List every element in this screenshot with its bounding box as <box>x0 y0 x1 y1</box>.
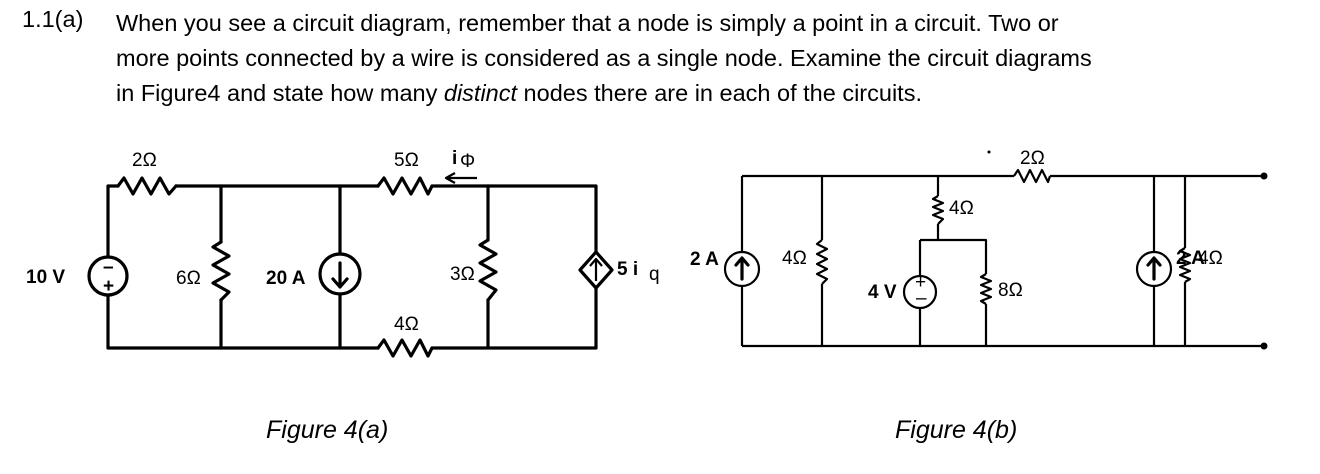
fig-a-label-current-sub: Φ <box>460 151 475 172</box>
fig-b-vsource-minus: – <box>916 288 927 309</box>
question-line-3-end: nodes there are in each of the circuits. <box>517 80 922 106</box>
fig-b-current-source-2a-left <box>723 250 761 288</box>
fig-b-resistor-4ohm-right <box>1178 247 1192 283</box>
fig-a-resistor-4ohm <box>376 338 434 358</box>
fig-b-vsource-plus: + <box>915 272 926 293</box>
figure-4a-circuit: – + 2Ω 5Ω i Φ 10 V 6Ω 20 A 4Ω 3Ω 5 i q F… <box>26 148 660 444</box>
fig-b-terminal-top <box>1260 172 1268 180</box>
fig-b-resistor-8ohm <box>979 273 993 305</box>
fig-a-label-2ohm: 2Ω <box>132 150 157 171</box>
question-line-2: more points connected by a wire is consi… <box>116 45 1092 71</box>
fig-a-vsource-plus: + <box>103 276 114 297</box>
fig-a-label-20a: 20 A <box>266 268 306 289</box>
fig-a-label-vsource: 10 V <box>26 267 65 288</box>
fig-a-label-4ohm: 4Ω <box>394 314 419 335</box>
fig-a-voltage-source <box>87 255 129 297</box>
fig-a-label-6ohm: 6Ω <box>176 268 201 289</box>
fig-b-resistor-2ohm <box>1013 168 1052 184</box>
fig-b-label-2a-right: 2 A <box>1176 248 1205 269</box>
fig-b-wire-inner-box <box>936 176 988 346</box>
fig-a-label-5ohm: 5Ω <box>394 150 419 171</box>
question-line-1: When you see a circuit diagram, remember… <box>116 10 1059 36</box>
figure-4b-caption: Figure 4(b) <box>895 416 1017 444</box>
fig-b-resistor-4ohm-top <box>931 195 945 225</box>
fig-a-wire-bottom-left <box>106 294 380 350</box>
fig-b-voltage-source-4v <box>902 274 938 310</box>
question-text: When you see a circuit diagram, remember… <box>116 6 1286 111</box>
fig-a-vsource-minus: – <box>103 257 114 278</box>
fig-b-label-4ohm-top: 4Ω <box>949 198 974 219</box>
fig-a-label-dep-source-sub: q <box>649 264 660 285</box>
question-line-3-start: in Figure4 and state how many <box>116 80 444 106</box>
fig-b-label-2ohm: 2Ω <box>1020 148 1045 169</box>
fig-a-label-current: i <box>452 148 457 169</box>
figure-4a-caption: Figure 4(a) <box>266 416 388 444</box>
fig-a-resistor-3ohm <box>478 238 498 302</box>
fig-a-resistor-2ohm <box>116 176 178 196</box>
fig-b-label-4ohm-left: 4Ω <box>782 248 807 269</box>
fig-b-current-source-2a-right <box>1135 250 1173 288</box>
fig-b-dot <box>987 150 991 154</box>
fig-a-current-source-20a <box>318 252 362 296</box>
fig-b-label-4v: 4 V <box>868 282 897 303</box>
fig-a-current-source-arrow <box>331 261 349 289</box>
fig-a-wire-bottom-right <box>430 286 598 350</box>
fig-b-resistor-4ohm-left <box>815 239 829 285</box>
fig-a-resistor-6ohm <box>211 240 231 302</box>
fig-a-label-dep-source: 5 i <box>617 259 638 280</box>
fig-a-dependent-source-arrow <box>589 257 603 281</box>
question-line-3: in Figure4 and state how many distinct n… <box>116 76 1286 111</box>
fig-a-resistor-5ohm <box>376 176 434 196</box>
question-number: 1.1(a) <box>22 6 84 32</box>
fig-a-dependent-source <box>578 250 614 290</box>
fig-b-label-8ohm: 8Ω <box>998 280 1023 301</box>
fig-b-terminal-bottom <box>1260 342 1268 350</box>
fig-a-wire-top-left <box>106 184 120 258</box>
fig-b-current-source-left-arrow <box>734 256 750 281</box>
fig-a-current-arrow <box>444 172 477 184</box>
fig-a-wire-top-right <box>430 184 598 254</box>
fig-b-label-2a-left: 2 A <box>690 249 719 270</box>
fig-b-current-source-right-arrow <box>1146 256 1162 281</box>
fig-b-label-4ohm-right: 4Ω <box>1198 248 1223 269</box>
question-emphasis: distinct <box>443 80 518 106</box>
fig-a-label-3ohm: 3Ω <box>450 264 475 285</box>
figure-4b-circuit: + – 2Ω 4Ω 2 A 4Ω 4 V 8Ω 2 A 4Ω Figure 4(… <box>690 148 1268 444</box>
